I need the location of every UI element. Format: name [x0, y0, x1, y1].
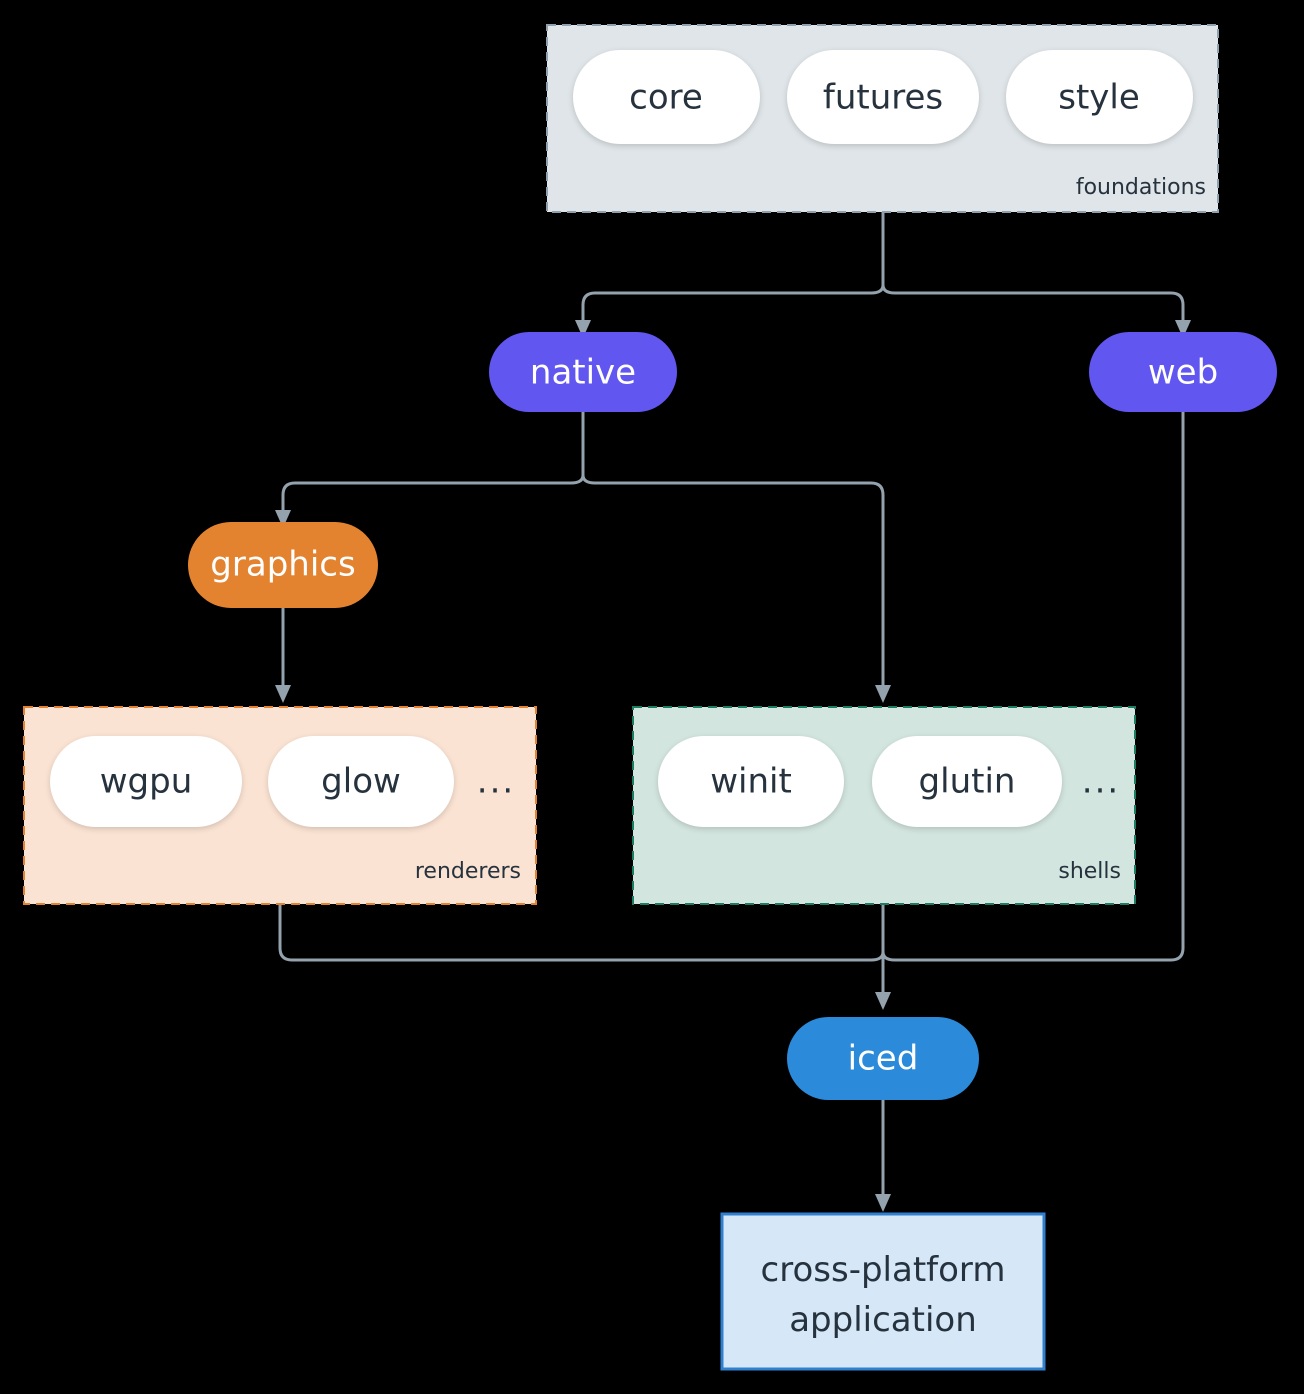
- arrow-head-graphics: [275, 510, 291, 528]
- stage-label-graphics: graphics: [210, 545, 355, 585]
- shells-overflow-ellipsis: ...: [1082, 762, 1120, 802]
- cluster-label-renderers: renderers: [415, 859, 521, 884]
- application-box: [720, 1212, 1046, 1371]
- stage-node-native[interactable]: native: [489, 332, 677, 412]
- edge-foundations-fanout: [581, 210, 1185, 332]
- stage-node-iced[interactable]: iced: [787, 1017, 979, 1100]
- leaf-label-core: core: [629, 78, 703, 118]
- edges-layer: [275, 210, 1191, 1212]
- leaf-label-glow: glow: [321, 762, 401, 802]
- application-label-line1: cross-platform: [761, 1250, 1006, 1290]
- arrow-head-web: [1175, 320, 1191, 338]
- node-cross-platform-application[interactable]: cross-platform application: [720, 1212, 1046, 1371]
- arrow-head-native: [575, 320, 591, 338]
- leaf-node-glow[interactable]: [268, 736, 454, 827]
- leaf-node-futures[interactable]: [787, 50, 979, 144]
- cluster-renderers[interactable]: wgpu glow ... renderers: [23, 706, 537, 905]
- leaf-node-core[interactable]: [573, 50, 760, 144]
- stage-label-web: web: [1148, 353, 1218, 393]
- leaf-label-wgpu: wgpu: [100, 762, 193, 802]
- arrow-head-renderers: [275, 685, 291, 703]
- edge-native-fanout: [281, 410, 885, 695]
- cluster-label-foundations: foundations: [1076, 175, 1206, 200]
- stage-node-graphics[interactable]: graphics: [188, 522, 378, 608]
- stage-label-native: native: [530, 353, 636, 393]
- leaf-node-style[interactable]: [1006, 50, 1193, 144]
- leaf-label-futures: futures: [823, 78, 943, 118]
- leaf-node-winit[interactable]: [658, 736, 844, 827]
- leaf-label-glutin: glutin: [919, 762, 1016, 802]
- cluster-shells[interactable]: winit glutin ... shells: [632, 706, 1136, 905]
- cluster-foundations[interactable]: core futures style foundations: [546, 24, 1219, 213]
- stage-node-web[interactable]: web: [1089, 332, 1277, 412]
- leaf-label-winit: winit: [710, 762, 792, 802]
- leaf-label-style: style: [1058, 78, 1140, 118]
- arrow-head-iced: [875, 992, 891, 1010]
- renderers-overflow-ellipsis: ...: [477, 762, 515, 802]
- cluster-label-shells: shells: [1058, 859, 1121, 884]
- stage-label-iced: iced: [848, 1039, 919, 1079]
- arrow-head-shells: [875, 685, 891, 703]
- arrow-head-application: [875, 1194, 891, 1212]
- edge-renderers-to-iced: [278, 902, 885, 962]
- leaf-node-glutin[interactable]: [872, 736, 1062, 827]
- application-label-line2: application: [789, 1300, 977, 1340]
- leaf-node-wgpu[interactable]: [50, 736, 242, 827]
